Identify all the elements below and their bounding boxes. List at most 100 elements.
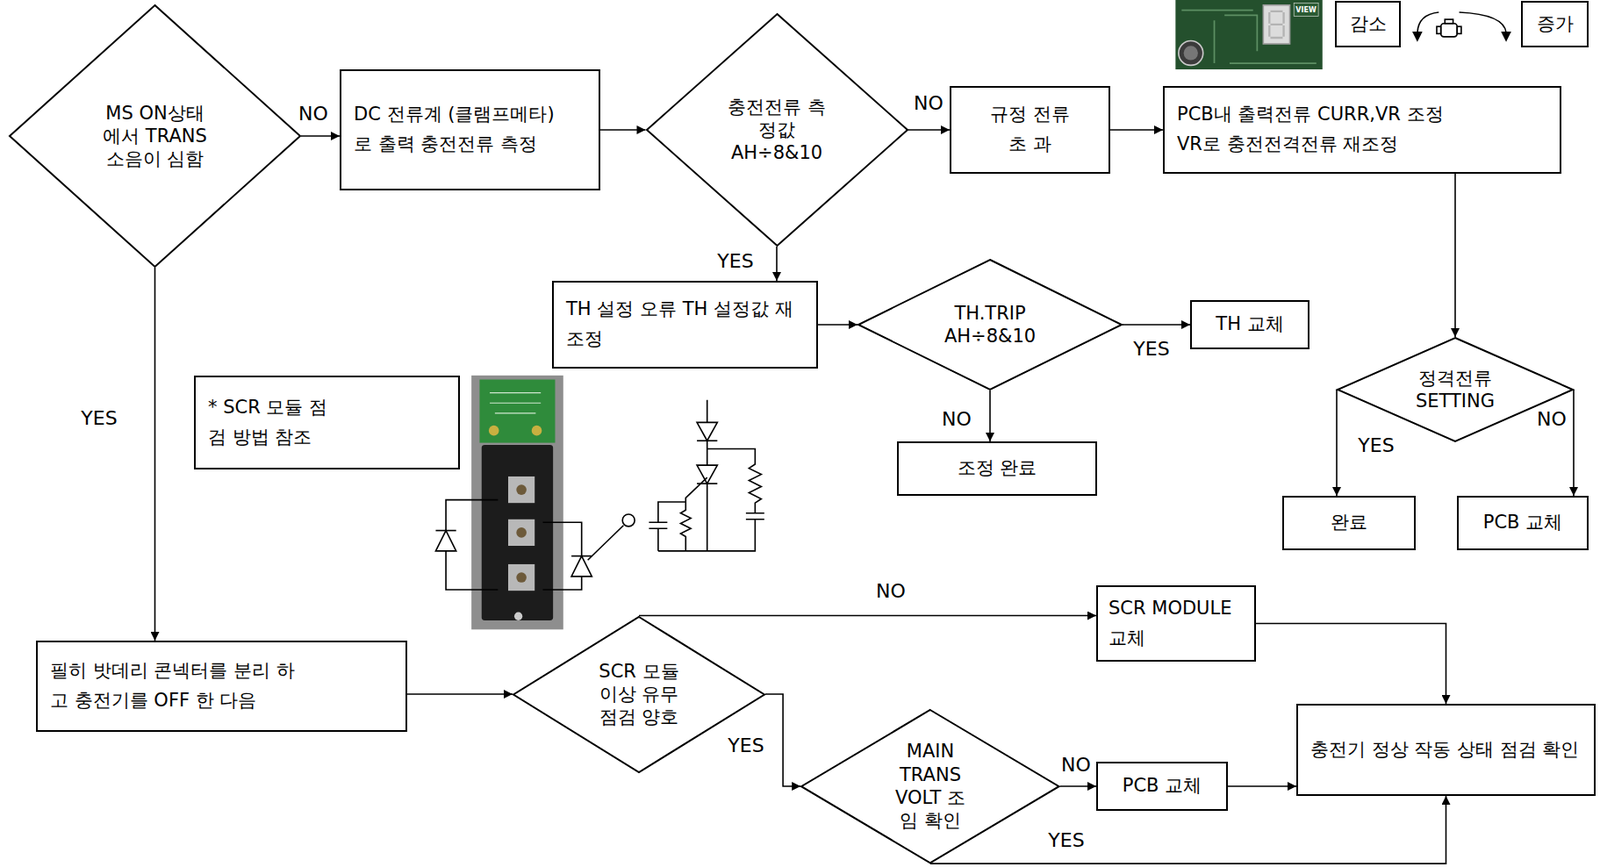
text-group: SCR 모듈 이상 유무 점검 양호	[595, 660, 683, 730]
node-text: TH 설정 오류 TH 설정값 재조정	[566, 294, 804, 354]
text-group: 감소	[1349, 9, 1387, 40]
process-box: TH 교체	[1190, 300, 1310, 350]
terminal	[508, 564, 535, 591]
decision-diamond: TH.TRIP AH÷8&10	[857, 258, 1123, 391]
node-text: SCR MODULE 교체	[1108, 594, 1244, 653]
terminal-screw	[516, 572, 527, 583]
process-box: SCR MODULE 교체	[1096, 585, 1256, 662]
node-text: MAIN TRANS VOLT 조 임 확인	[890, 739, 970, 833]
node-text: * SCR 모듈 점검 방법 참조	[208, 393, 340, 453]
text-group: 규정 전류 초 과	[982, 100, 1079, 159]
terminal-screw	[516, 484, 527, 496]
node-text: 조정 완료	[957, 453, 1038, 484]
text-group: 충전전류 측정값 AH÷8&10	[724, 95, 830, 166]
terminal-screw	[516, 527, 527, 539]
pcb-photo	[1175, 0, 1322, 70]
process-box: 필히 밧데리 콘넥터를 분리 하고 충전기를 OFF 한 다음	[35, 640, 408, 732]
diamond-outline	[1337, 337, 1573, 442]
diode-symbol	[696, 422, 718, 441]
node-text: TH.TRIP AH÷8&10	[941, 301, 1039, 349]
knob-icon	[1441, 23, 1458, 37]
capacitor-top	[1183, 45, 1199, 60]
flow-connector	[989, 390, 991, 442]
process-box: PCB내 출력전류 CURR,VR 조정 VR로 충전전격전류 재조정	[1162, 86, 1562, 174]
diode-bar	[696, 439, 718, 442]
node-text: 충전전류 측정값 AH÷8&10	[724, 95, 830, 166]
node-text: 규정 전류 초 과	[982, 100, 1079, 159]
diamond-outline	[801, 710, 1060, 863]
text-group: 정격전류 SETTING	[1406, 366, 1504, 414]
capacitor-photo	[1178, 41, 1204, 66]
flow-connector	[1110, 129, 1163, 131]
terminal	[508, 519, 535, 546]
text-group: MAIN TRANS VOLT 조 임 확인	[890, 739, 970, 833]
text-group: PCB 교체	[1483, 508, 1563, 539]
process-box: 충전기 정상 작동 상태 점검 확인	[1296, 703, 1596, 797]
branch-label: NO	[939, 408, 975, 431]
schematic-wire	[657, 528, 660, 552]
diamond-outline	[646, 14, 908, 246]
seven-segment-display	[1262, 5, 1290, 44]
gate-lead	[588, 525, 625, 561]
decision-diamond: MS ON상태 에서 TRANS 소음이 심함	[8, 4, 302, 268]
decision-diamond: 충전전류 측정값 AH÷8&10	[645, 13, 909, 247]
schematic-wire	[658, 519, 755, 552]
node-text: 필히 밧데리 콘넥터를 분리 하고 충전기를 OFF 한 다음	[50, 656, 296, 716]
branch-label: YES	[714, 251, 756, 273]
flow-connector	[908, 129, 951, 131]
process-box: * SCR 모듈 점검 방법 참조	[193, 375, 460, 470]
text-group: SCR MODULE 교체	[1108, 594, 1244, 653]
diode-symbol	[435, 530, 456, 552]
flow-connector	[301, 135, 340, 137]
flow-connector	[1335, 389, 1338, 496]
flow-connector	[765, 694, 801, 787]
resistor-symbol	[707, 449, 762, 514]
flow-connector	[407, 693, 513, 696]
text-group: 조정 완료	[957, 453, 1038, 484]
process-box: 증가	[1521, 0, 1589, 49]
flow-connector	[817, 323, 858, 326]
knob-tab	[1444, 19, 1453, 24]
branch-label: NO	[1058, 754, 1094, 776]
module-body	[481, 444, 553, 621]
node-text: 충전기 정상 작동 상태 점검 확인	[1310, 735, 1579, 766]
text-group: DC 전류계 (클램프메타)로 출력 충전전류 측정	[353, 100, 556, 159]
branch-label: YES	[78, 408, 120, 430]
diamond-outline	[857, 258, 1123, 391]
node-text: PCB 교체	[1483, 508, 1563, 539]
branch-label: NO	[911, 93, 947, 115]
branch-label: YES	[1355, 435, 1397, 457]
process-box: 조정 완료	[896, 441, 1098, 496]
turn-arrow-head	[1412, 31, 1423, 43]
gate-board	[479, 379, 555, 443]
branch-label: NO	[295, 103, 331, 125]
text-group: PCB 교체	[1122, 771, 1202, 802]
text-group: 필히 밧데리 콘넥터를 분리 하고 충전기를 OFF 한 다음	[50, 656, 296, 716]
board-pad	[531, 425, 543, 437]
flow-connector	[600, 129, 646, 131]
branch-label: YES	[1130, 338, 1172, 360]
node-text: TH 교체	[1215, 309, 1284, 340]
knob-tab	[1436, 26, 1442, 34]
branch-label: NO	[873, 581, 909, 603]
flow-connector	[1060, 785, 1097, 788]
text-group: 완료	[1330, 508, 1368, 539]
diamond-outline	[9, 5, 301, 267]
schematic-wire	[658, 502, 686, 523]
diamond-outline	[858, 259, 1122, 390]
flow-connector	[775, 246, 778, 281]
process-box: 규정 전류 초 과	[949, 86, 1111, 174]
process-box: DC 전류계 (클램프메타)로 출력 충전전류 측정	[339, 69, 601, 191]
flow-connector	[1572, 389, 1575, 496]
board-trace	[489, 393, 541, 414]
node-text: SCR 모듈 이상 유무 점검 양호	[595, 660, 683, 730]
gate-terminal	[622, 514, 635, 527]
turn-arrow	[1417, 12, 1439, 33]
branch-label: NO	[1534, 408, 1570, 431]
scr-module-photo	[471, 375, 564, 630]
process-box: 감소	[1334, 0, 1401, 49]
flow-connector	[1454, 173, 1457, 338]
node-text: DC 전류계 (클램프메타)로 출력 충전전류 측정	[353, 100, 556, 159]
diamond-outline	[800, 709, 1061, 864]
process-box: PCB 교체	[1456, 495, 1589, 551]
